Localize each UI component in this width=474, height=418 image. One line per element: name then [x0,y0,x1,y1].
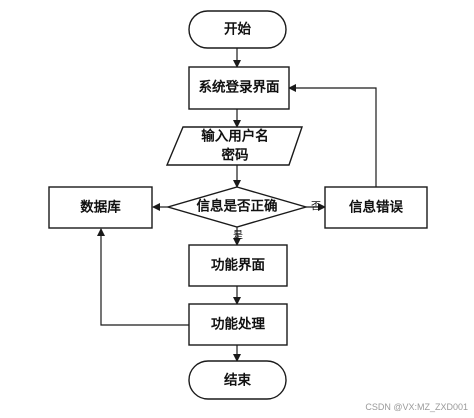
node-function-proc-label: 功能处理 [211,316,265,333]
node-input: 输入用户名 密码 [165,126,303,166]
node-error: 信息错误 [324,186,428,229]
node-database: 数据库 [48,186,153,229]
node-error-label: 信息错误 [349,199,403,216]
node-login-label: 系统登录界面 [199,79,280,96]
node-function-ui: 功能界面 [188,244,288,287]
node-start-label: 开始 [224,21,251,38]
node-function-ui-label: 功能界面 [211,257,265,274]
node-input-label-line2: 密码 [221,147,249,164]
watermark: CSDN @VX:MZ_ZXD001 [365,402,468,412]
edge-proc-to-database [97,228,189,326]
node-end-label: 结束 [224,372,251,389]
edge-label-yes: 是 [233,230,243,242]
edge-error-to-login [288,84,377,187]
node-end: 结束 [188,360,287,400]
edge-label-no: 否 [311,201,321,213]
node-login: 系统登录界面 [188,66,290,110]
node-decision-label: 信息是否正确 [197,198,278,215]
node-start: 开始 [188,10,287,49]
edges [97,48,377,362]
node-input-label-line1: 输入用户名 [201,128,269,145]
node-database-label: 数据库 [80,199,121,216]
node-function-proc: 功能处理 [188,303,288,346]
node-decision: 信息是否正确 [165,186,309,228]
